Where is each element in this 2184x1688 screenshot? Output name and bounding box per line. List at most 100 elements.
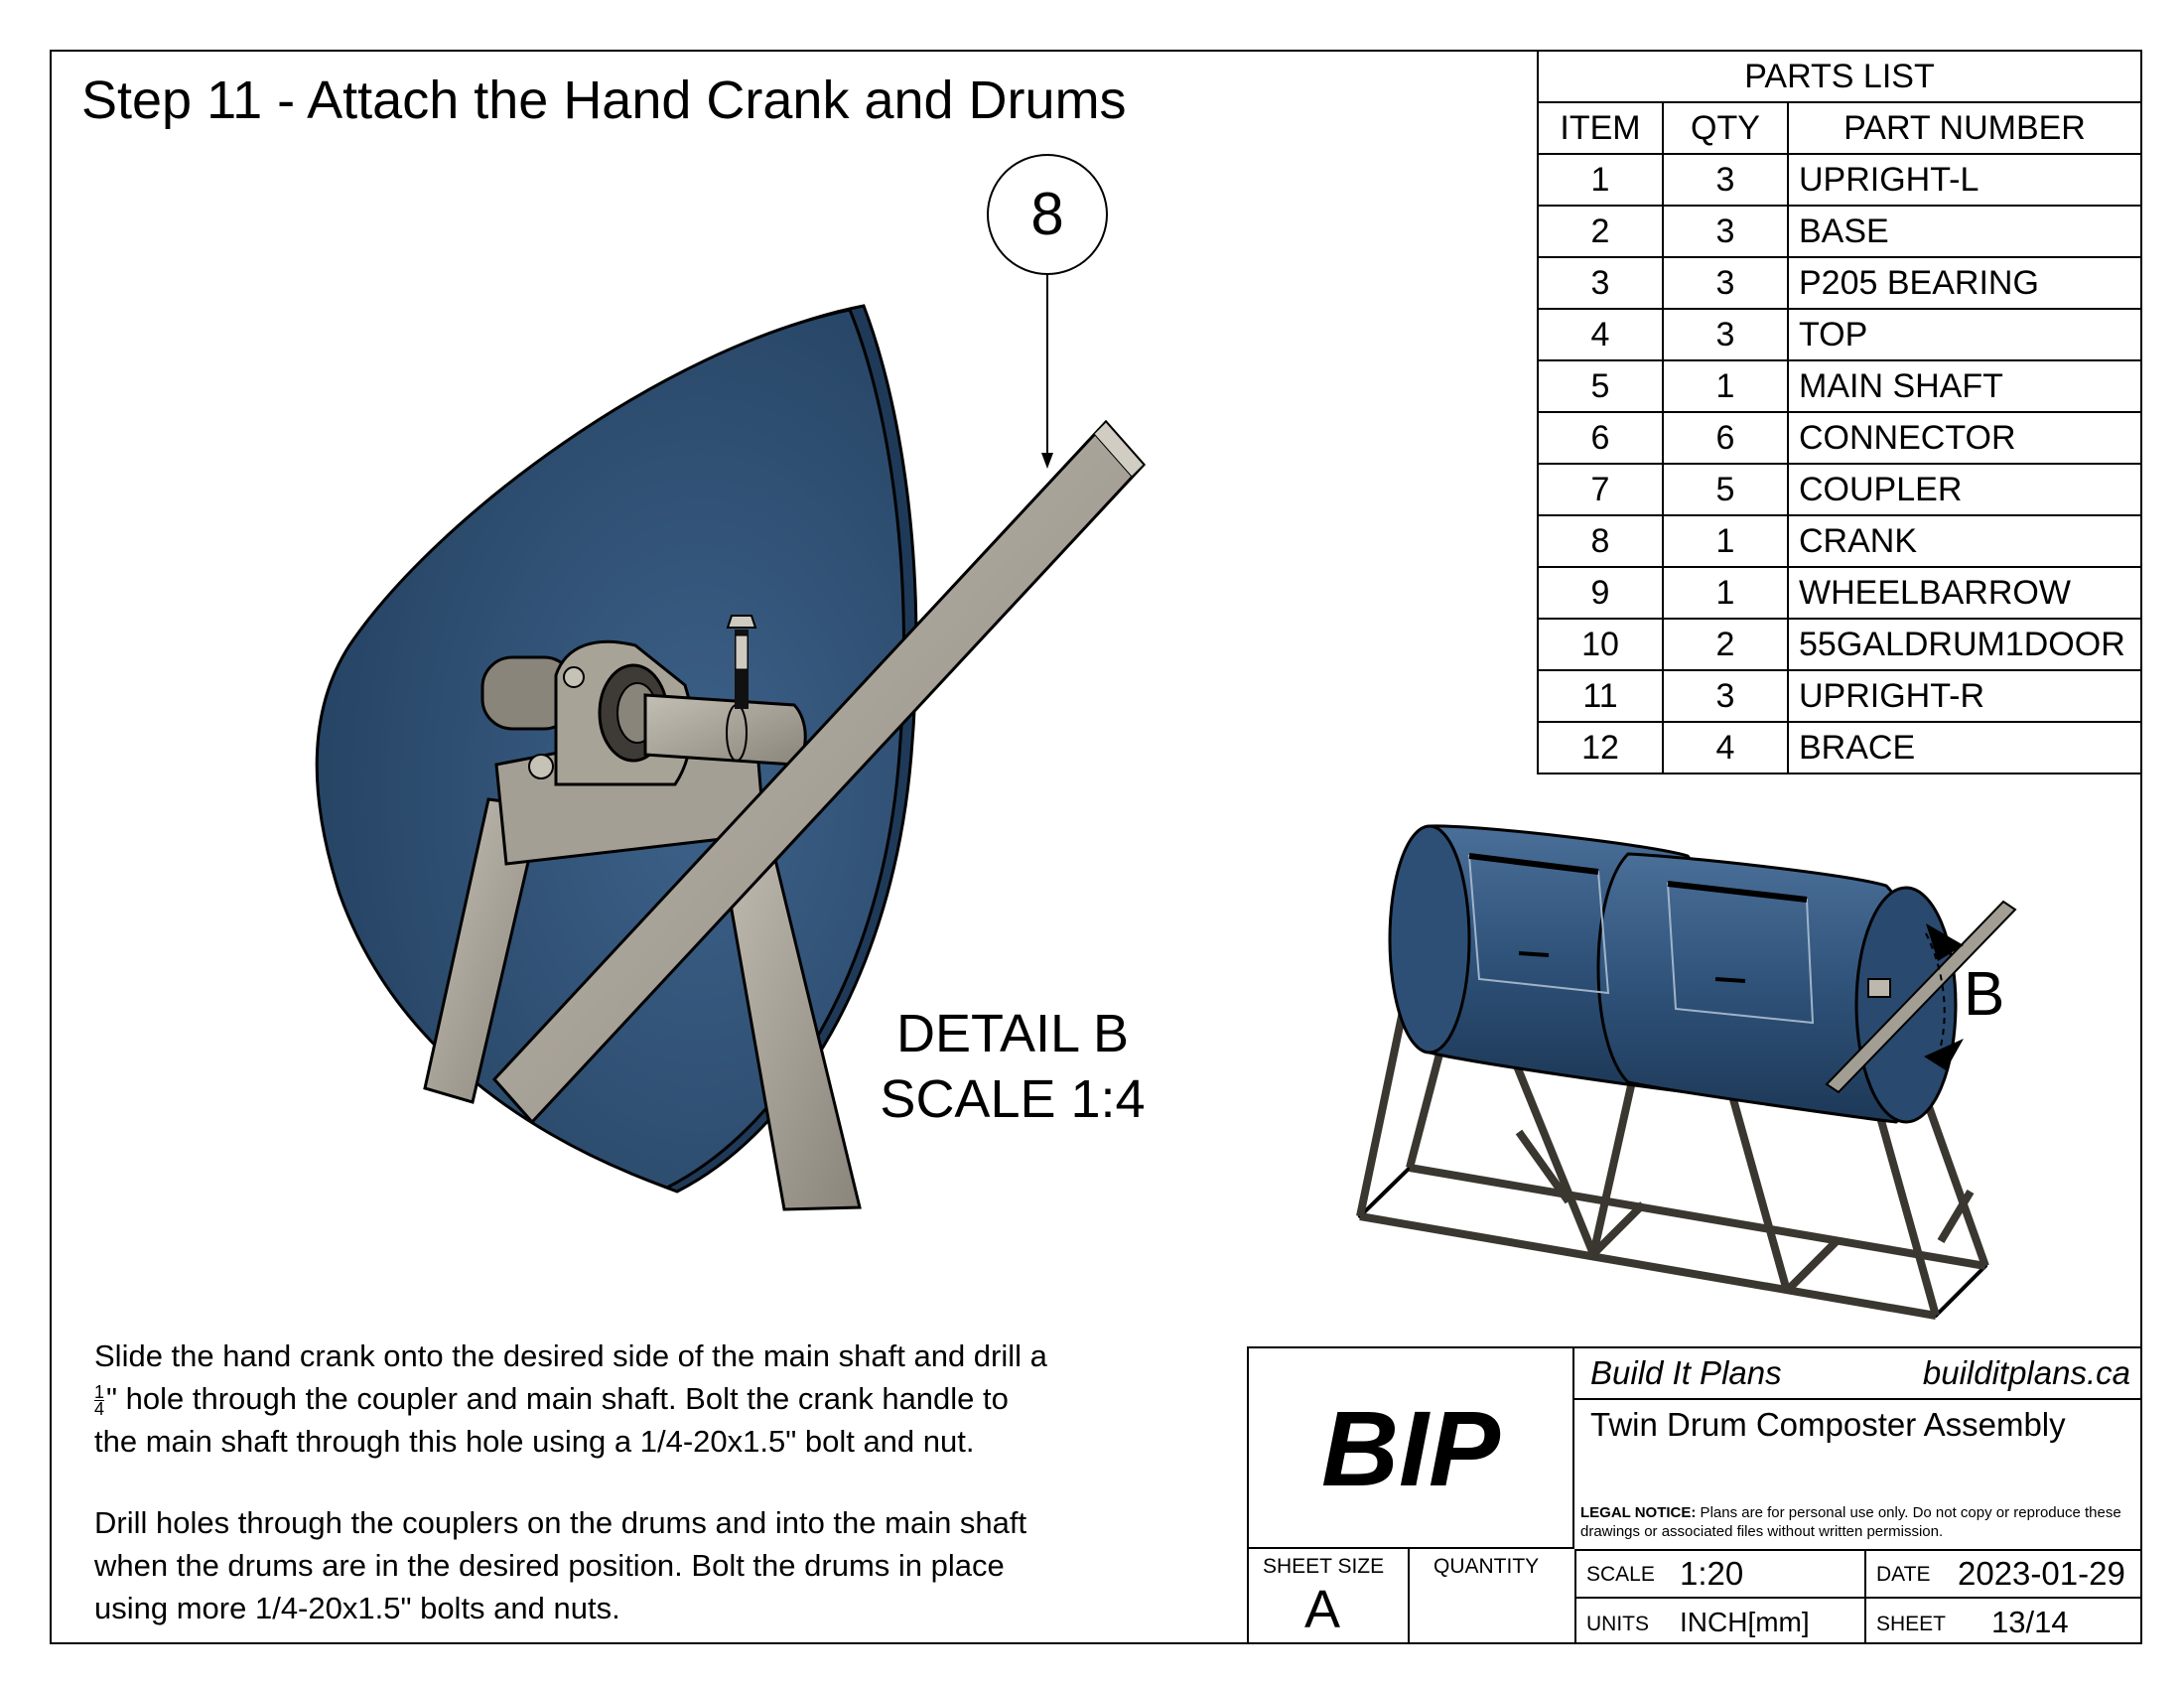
item-cell: 6 <box>1537 411 1664 465</box>
page-title: Step 11 - Attach the Hand Crank and Drum… <box>81 70 1127 130</box>
company-name: Build It Plans <box>1590 1354 1782 1391</box>
item-cell: 4 <box>1537 308 1664 361</box>
column-header-part-number: PART NUMBER <box>1787 101 2142 155</box>
legal-notice: LEGAL NOTICE: Plans are for personal use… <box>1580 1504 2121 1540</box>
instruction-line: the main shaft through this hole using a… <box>94 1424 975 1459</box>
part-number-cell: UPRIGHT-R <box>1787 669 2142 723</box>
detail-marker-label: B <box>1964 960 2005 1029</box>
date-label: DATE <box>1876 1563 1931 1586</box>
qty-cell: 3 <box>1662 256 1789 310</box>
item-cell: 5 <box>1537 359 1664 413</box>
item-cell: 12 <box>1537 721 1664 774</box>
qty-cell: 1 <box>1662 514 1789 568</box>
date-value: 2023-01-29 <box>1958 1555 2125 1592</box>
units-value: INCH[mm] <box>1680 1607 1810 1637</box>
parts-list-caption: PARTS LIST <box>1537 50 2142 103</box>
detail-upright-legs <box>423 713 862 1211</box>
overview-drums <box>1388 824 1958 1124</box>
instruction-line: Slide the hand crank onto the desired si… <box>94 1338 1047 1373</box>
title-block: BIP Build It Plans builditplans.ca Twin … <box>1247 1346 2142 1644</box>
item-cell: 8 <box>1537 514 1664 568</box>
item-cell: 2 <box>1537 205 1664 258</box>
detail-bearing <box>480 639 807 786</box>
sheet-label: SHEET <box>1876 1613 1947 1635</box>
detail-bolt <box>726 615 757 709</box>
item-cell: 10 <box>1537 618 1664 671</box>
qty-cell: 1 <box>1662 566 1789 620</box>
divider <box>1864 1549 1866 1644</box>
item-cell: 11 <box>1537 669 1664 723</box>
detail-crank-bar <box>491 419 1147 1125</box>
part-number-cell: BRACE <box>1787 721 2142 774</box>
detail-b-marker <box>1924 923 1964 1070</box>
overview-crank <box>1825 900 2017 1094</box>
instruction-line: using more 1/4-20x1.5" bolts and nuts. <box>94 1591 620 1625</box>
item-cell: 3 <box>1537 256 1664 310</box>
part-number-cell: BASE <box>1787 205 2142 258</box>
divider <box>1574 1398 2142 1400</box>
item-cell: 7 <box>1537 463 1664 516</box>
item-cell: 1 <box>1537 153 1664 207</box>
divider <box>1574 1549 2142 1551</box>
part-number-cell: COUPLER <box>1787 463 2142 516</box>
qty-cell: 1 <box>1662 359 1789 413</box>
instruction-line: when the drums are in the desired positi… <box>94 1548 1005 1583</box>
qty-cell: 2 <box>1662 618 1789 671</box>
qty-cell: 5 <box>1662 463 1789 516</box>
sheet-value: 13/14 <box>1991 1605 2069 1639</box>
item-cell: 9 <box>1537 566 1664 620</box>
detail-scale: SCALE 1:4 <box>880 1069 1146 1129</box>
part-number-cell: 55GALDRUM1DOOR <box>1787 618 2142 671</box>
detail-label: DETAIL B SCALE 1:4 <box>874 1001 1152 1132</box>
quantity-label: QUANTITY <box>1433 1555 1540 1578</box>
scale-value: 1:20 <box>1680 1555 1744 1592</box>
qty-cell: 6 <box>1662 411 1789 465</box>
qty-cell: 3 <box>1662 205 1789 258</box>
instruction-paragraph-2: Drill holes through the couplers on the … <box>94 1501 1166 1629</box>
part-number-cell: P205 BEARING <box>1787 256 2142 310</box>
column-header-item: ITEM <box>1537 101 1664 155</box>
qty-cell: 3 <box>1662 669 1789 723</box>
company-website: builditplans.ca <box>1922 1354 2130 1391</box>
detail-title: DETAIL B <box>895 1004 1130 1063</box>
qty-cell: 3 <box>1662 153 1789 207</box>
instruction-paragraph-1: Slide the hand crank onto the desired si… <box>94 1335 1166 1463</box>
company-logo: BIP <box>1249 1348 1574 1549</box>
drawing-border <box>50 50 2142 1644</box>
sheet-size-value: A <box>1304 1580 1341 1639</box>
column-header-qty: QTY <box>1662 101 1789 155</box>
units-label: UNITS <box>1586 1613 1649 1635</box>
item-balloon <box>987 154 1108 469</box>
qty-cell: 4 <box>1662 721 1789 774</box>
balloon-number: 8 <box>1030 181 1063 247</box>
part-number-cell: MAIN SHAFT <box>1787 359 2142 413</box>
instruction-line: Drill holes through the couplers on the … <box>94 1505 1027 1540</box>
drawing-title: Twin Drum Composter Assembly <box>1590 1406 2066 1443</box>
part-number-cell: WHEELBARROW <box>1787 566 2142 620</box>
part-number-cell: TOP <box>1787 308 2142 361</box>
part-number-cell: UPRIGHT-L <box>1787 153 2142 207</box>
part-number-cell: CRANK <box>1787 514 2142 568</box>
divider <box>1408 1549 1410 1644</box>
sheet-size-label: SHEET SIZE <box>1263 1555 1385 1578</box>
part-number-cell: CONNECTOR <box>1787 411 2142 465</box>
scale-label: SCALE <box>1586 1563 1655 1586</box>
qty-cell: 3 <box>1662 308 1789 361</box>
divider <box>1574 1597 2142 1599</box>
